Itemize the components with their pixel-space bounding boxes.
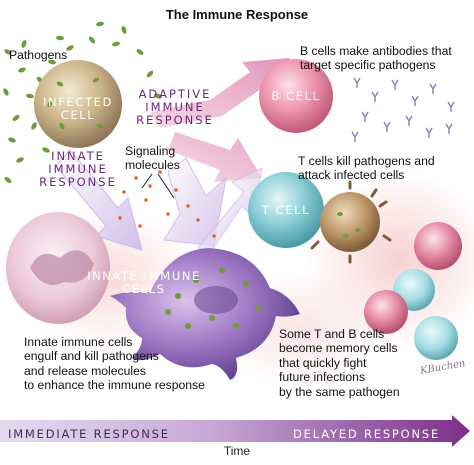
innate-cell-neutrophil [6, 212, 110, 324]
memory-b-cell [414, 222, 462, 270]
memory-b-cell [364, 290, 408, 334]
timebar-immediate-label: IMMEDIATE RESPONSE [8, 427, 170, 441]
adaptive-arrow-to-bcell [150, 58, 290, 128]
signaling-molecules-label: Signaling molecules [125, 144, 180, 173]
innate-arrow [55, 149, 143, 251]
b-cell [259, 59, 333, 133]
b-cell-description: B cells make antibodies that target spec… [300, 44, 452, 73]
innate-description: Innate immune cells engulf and kill path… [24, 335, 205, 393]
time-axis-label: Time [223, 444, 251, 458]
memory-cells-description: Some T and B cells become memory cells t… [279, 327, 400, 399]
t-cell-description: T cells kill pathogens and attack infect… [298, 154, 435, 183]
t-cell-label: T CELL [261, 203, 311, 217]
figure-title: The Immune Response [165, 7, 309, 22]
signaling-pointer [157, 173, 175, 199]
adaptive-response-label: ADAPTIVE IMMUNE RESPONSE [136, 87, 214, 128]
pathogens-label: Pathogens [9, 48, 68, 62]
dying-infected-cell [310, 180, 392, 264]
signaling-molecule-dots [118, 170, 216, 238]
time-bar [0, 415, 470, 447]
memory-t-cell [414, 316, 458, 360]
antibodies [351, 77, 455, 142]
innate-arrow-upward [163, 157, 227, 247]
infected-cell-label: INFECTED CELL [43, 95, 113, 123]
innate-cells-label: INNATE IMMUNE CELLS [87, 269, 201, 297]
innate-cell-macrophage [110, 248, 300, 380]
signaling-pointer [141, 173, 153, 189]
adaptive-arrow-to-tcell [168, 132, 262, 182]
timebar-delayed-label: DELAYED RESPONSE [293, 427, 441, 441]
innate-response-label: INNATE IMMUNE RESPONSE [39, 149, 117, 190]
infected-cell-pathogens [47, 77, 104, 130]
b-cell-label: B CELL [271, 89, 321, 103]
t-cell [248, 172, 324, 248]
